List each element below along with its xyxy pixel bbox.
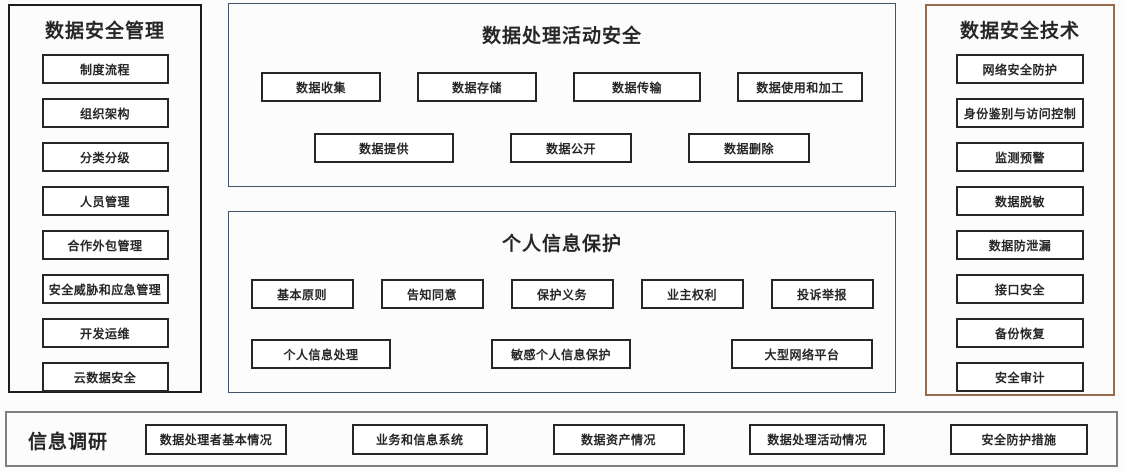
personal-info-item: 个人信息处理 [251, 339, 391, 369]
research-item-list: 数据处理者基本情况 业务和信息系统 数据资产情况 数据处理活动情况 安全防护措施 [145, 424, 1088, 455]
personal-info-item: 业主权利 [640, 279, 744, 309]
management-panel: 数据安全管理 制度流程 组织架构 分类分级 人员管理 合作外包管理 安全威胁和应… [8, 4, 202, 393]
technology-item: 接口安全 [956, 274, 1084, 304]
research-item: 安全防护措施 [950, 424, 1088, 455]
personal-info-item: 投诉举报 [770, 279, 874, 309]
personal-info-item: 大型网络平台 [731, 339, 873, 369]
management-item: 安全威胁和应急管理 [41, 274, 169, 304]
processing-item: 数据收集 [261, 72, 381, 102]
research-item: 数据处理活动情况 [749, 424, 886, 455]
management-item: 制度流程 [41, 54, 169, 84]
personal-info-panel-title: 个人信息保护 [501, 234, 622, 255]
technology-item: 网络安全防护 [956, 54, 1084, 84]
personal-info-panel: 个人信息保护 基本原则 告知同意 保护义务 业主权利 投诉举报 个人信息处理 敏… [228, 211, 896, 393]
technology-panel: 数据安全技术 网络安全防护 身份鉴别与访问控制 监测预警 数据脱敏 数据防泄漏 … [925, 4, 1115, 396]
technology-item-list: 网络安全防护 身份鉴别与访问控制 监测预警 数据脱敏 数据防泄漏 接口安全 备份… [927, 54, 1113, 392]
management-panel-title: 数据安全管理 [44, 21, 165, 42]
personal-info-item: 敏感个人信息保护 [491, 339, 631, 369]
processing-row-1: 数据收集 数据存储 数据传输 数据使用和加工 [229, 72, 895, 102]
research-item: 数据处理者基本情况 [145, 424, 287, 455]
processing-panel: 数据处理活动安全 数据收集 数据存储 数据传输 数据使用和加工 数据提供 数据公… [228, 3, 896, 187]
processing-row-2: 数据提供 数据公开 数据删除 [229, 133, 895, 163]
personal-info-item: 保护义务 [510, 279, 614, 309]
management-item: 人员管理 [41, 186, 169, 216]
technology-item: 数据脱敏 [956, 186, 1084, 216]
management-item: 分类分级 [41, 142, 169, 172]
research-panel-title: 信息调研 [28, 432, 109, 453]
processing-item: 数据使用和加工 [737, 72, 863, 102]
processing-item: 数据删除 [688, 133, 810, 163]
processing-item: 数据公开 [510, 133, 632, 163]
technology-panel-title: 数据安全技术 [959, 21, 1080, 42]
processing-item: 数据传输 [573, 72, 701, 102]
management-item: 合作外包管理 [41, 230, 169, 260]
technology-item: 数据防泄漏 [956, 230, 1084, 260]
management-item: 组织架构 [41, 98, 169, 128]
research-item: 数据资产情况 [552, 424, 685, 455]
processing-item: 数据存储 [417, 72, 537, 102]
processing-item: 数据提供 [314, 133, 454, 163]
technology-item: 安全审计 [956, 362, 1084, 392]
management-item-list: 制度流程 组织架构 分类分级 人员管理 合作外包管理 安全威胁和应急管理 开发运… [10, 54, 200, 392]
technology-item: 身份鉴别与访问控制 [956, 98, 1084, 128]
personal-info-item: 基本原则 [250, 279, 354, 309]
research-item: 业务和信息系统 [351, 424, 488, 455]
research-panel: 信息调研 数据处理者基本情况 业务和信息系统 数据资产情况 数据处理活动情况 安… [5, 411, 1118, 467]
technology-item: 监测预警 [956, 142, 1084, 172]
personal-info-row-1: 基本原则 告知同意 保护义务 业主权利 投诉举报 [229, 279, 895, 309]
processing-panel-title: 数据处理活动安全 [481, 26, 642, 47]
personal-info-row-2: 个人信息处理 敏感个人信息保护 大型网络平台 [229, 339, 895, 369]
management-item: 开发运维 [41, 318, 169, 348]
technology-item: 备份恢复 [956, 318, 1084, 348]
management-item: 云数据安全 [41, 362, 169, 392]
personal-info-item: 告知同意 [380, 279, 484, 309]
